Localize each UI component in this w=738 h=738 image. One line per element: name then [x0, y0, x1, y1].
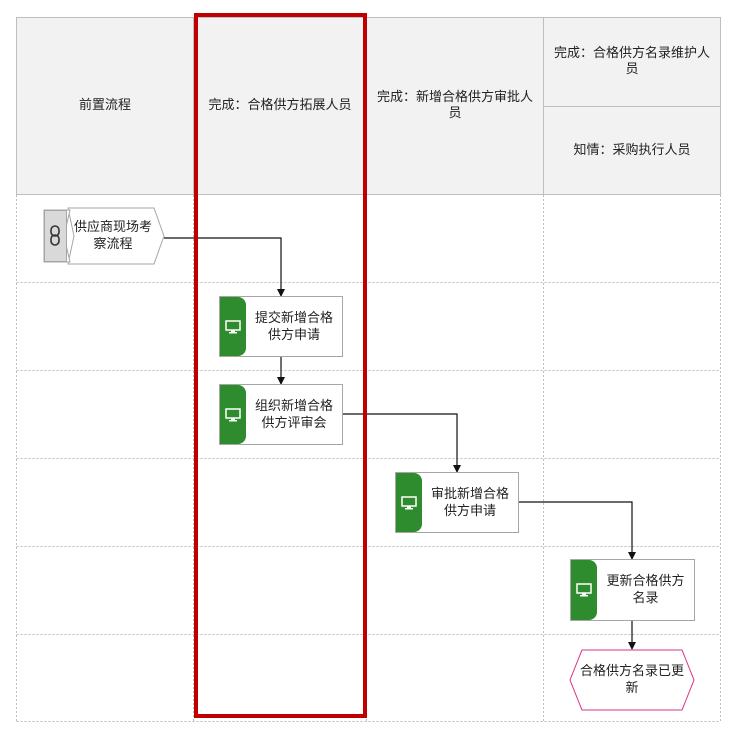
- task-tab: [220, 297, 246, 356]
- monitor-icon: [401, 495, 417, 509]
- task-tab: [220, 385, 246, 444]
- lane-header-approve: 完成：新增合格供方审批人员: [367, 18, 543, 194]
- task-organize-label: 组织新增合格供方评审会: [254, 398, 333, 431]
- lane-header-inform: 知情：采购执行人员: [544, 107, 720, 194]
- task-submit-label: 提交新增合格供方申请: [254, 310, 333, 343]
- lane-title-maintain: 完成：合格供方名录维护人员: [553, 46, 710, 77]
- end-event-node[interactable]: 合格供方名录已更新: [576, 652, 688, 708]
- task-update-label: 更新合格供方名录: [606, 574, 685, 606]
- task-review[interactable]: 审批新增合格供方申请: [395, 472, 519, 533]
- monitor-icon: [225, 407, 241, 421]
- task-organize[interactable]: 组织新增合格供方评审会: [219, 384, 343, 445]
- lane-header-expand: 完成：合格供方拓展人员: [194, 18, 366, 194]
- highlight-frame: [194, 13, 367, 718]
- connector-review-to-update: [518, 501, 636, 560]
- lane-title-inform: 知情：采购执行人员: [573, 142, 691, 158]
- task-submit[interactable]: 提交新增合格供方申请: [219, 296, 343, 357]
- monitor-icon: [576, 583, 592, 597]
- lane-title-pre: 前置流程: [78, 98, 131, 113]
- end-event-label: 合格供方名录已更新: [579, 664, 684, 696]
- prev-process-label: 供应商现场考察流程: [73, 220, 152, 252]
- link-icon: [46, 222, 64, 250]
- task-tab: [571, 560, 597, 620]
- task-tab: [396, 473, 422, 532]
- lane-header-maintain: 完成：合格供方名录维护人员: [544, 18, 720, 106]
- connector-prev-to-submit: [164, 237, 285, 297]
- lane-header-pre: 前置流程: [17, 18, 193, 194]
- lane-title-expand: 完成：合格供方拓展人员: [208, 98, 352, 113]
- lane-title-approve: 完成：新增合格供方审批人员: [376, 90, 533, 121]
- prev-process-node[interactable]: 供应商现场考察流程: [72, 210, 154, 262]
- monitor-icon: [225, 319, 241, 333]
- task-update[interactable]: 更新合格供方名录: [570, 559, 695, 621]
- connector-organize-to-review: [342, 413, 461, 473]
- task-review-label: 审批新增合格供方申请: [430, 486, 509, 519]
